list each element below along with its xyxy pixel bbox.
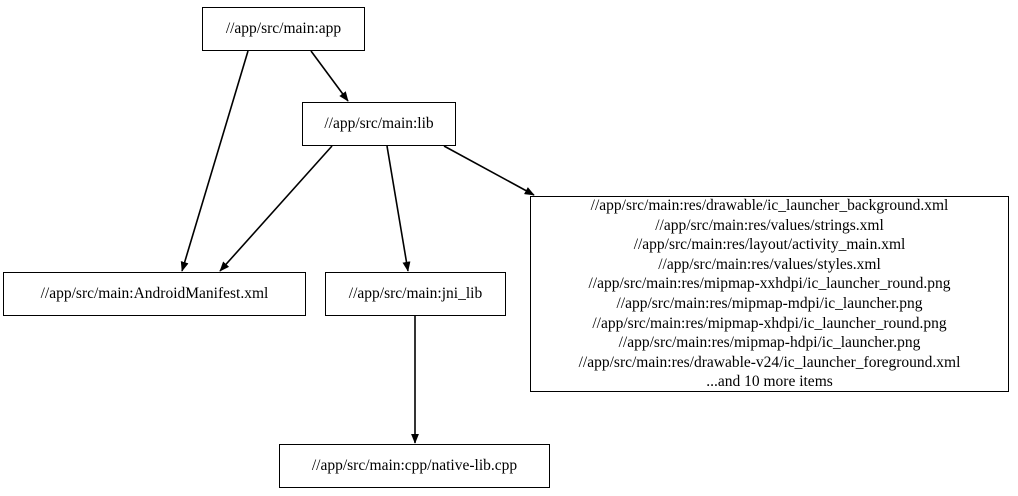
- node-app-label: //app/src/main:app: [225, 20, 342, 38]
- node-app[interactable]: //app/src/main:app: [202, 7, 365, 51]
- node-androidmanifest-label: //app/src/main:AndroidManifest.xml: [40, 285, 269, 303]
- node-androidmanifest[interactable]: //app/src/main:AndroidManifest.xml: [3, 272, 306, 316]
- node-resources[interactable]: //app/src/main:res/drawable/ic_launcher_…: [530, 196, 1009, 392]
- node-resources-label: //app/src/main:res/drawable/ic_launcher_…: [578, 197, 961, 391]
- node-lib[interactable]: //app/src/main:lib: [302, 102, 456, 146]
- edge-app-to-androidmanifest: [180, 50, 249, 272]
- node-lib-label: //app/src/main:lib: [324, 115, 434, 133]
- edge-lib-to-resources: [443, 145, 535, 196]
- node-jni-lib-label: //app/src/main:jni_lib: [348, 285, 483, 303]
- edge-lib-to-jni-lib: [386, 145, 411, 272]
- node-jni-lib[interactable]: //app/src/main:jni_lib: [325, 272, 506, 316]
- edge-app-to-lib: [310, 50, 349, 102]
- node-native-lib-cpp[interactable]: //app/src/main:cpp/native-lib.cpp: [279, 444, 550, 488]
- node-native-lib-cpp-label: //app/src/main:cpp/native-lib.cpp: [311, 457, 518, 475]
- edge-lib-to-androidmanifest: [219, 145, 333, 272]
